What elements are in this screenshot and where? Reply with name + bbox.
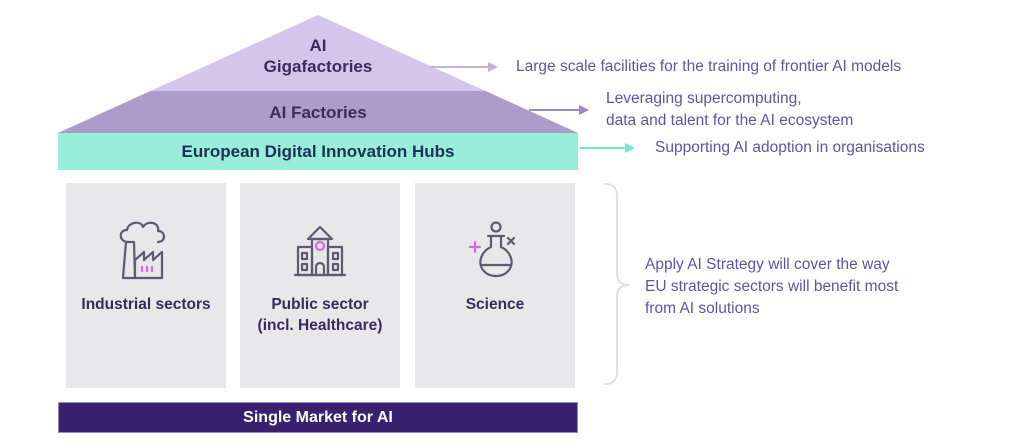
single-market-label: Single Market for AI (243, 408, 393, 426)
arrow-gigafactories (430, 62, 498, 72)
arrow-shaft (430, 66, 488, 68)
single-market-bar: Single Market for AI (58, 402, 578, 433)
annotation-sectors: Apply AI Strategy will cover the way EU … (645, 256, 899, 317)
sector-box-science: Science (415, 183, 575, 388)
pyramid: AI Gigafactories AI Factories (58, 15, 578, 133)
arrow-factories (529, 105, 589, 115)
arrow-head-icon (579, 105, 589, 115)
sector-box-public: Public sector (incl. Healthcare) (240, 183, 400, 388)
annotation-gigafactories: Large scale facilities for the training … (516, 58, 902, 75)
factories-tier (58, 91, 578, 133)
sector-box-industrial: Industrial sectors (66, 183, 226, 388)
arrow-shaft (529, 109, 579, 111)
arrow-head-icon (488, 62, 498, 72)
annotation-edih: Supporting AI adoption in organisations (655, 139, 925, 156)
edih-bar: European Digital Innovation Hubs (58, 133, 578, 170)
flask-icon (460, 217, 530, 287)
sector-label-public: Public sector (incl. Healthcare) (257, 296, 383, 334)
annotation-factories: Leveraging supercomputing, data and tale… (606, 90, 854, 129)
gigafactories-label: AI Gigafactories (263, 36, 373, 76)
arrow-head-icon (625, 143, 635, 153)
sector-label-industrial: Industrial sectors (81, 296, 211, 313)
government-building-icon (285, 217, 355, 287)
brace-icon (600, 180, 636, 395)
arrow-shaft (580, 147, 625, 149)
factories-label: AI Factories (269, 103, 367, 122)
sector-label-science: Science (465, 296, 525, 313)
arrow-edih (580, 143, 635, 153)
edih-label: European Digital Innovation Hubs (181, 141, 455, 161)
factory-icon (111, 217, 181, 287)
